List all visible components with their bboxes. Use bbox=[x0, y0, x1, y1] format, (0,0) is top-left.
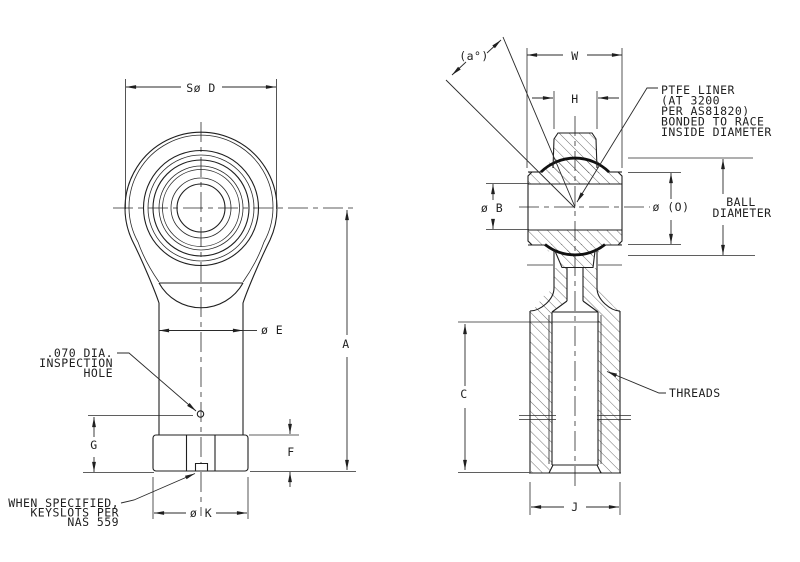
e-label: ø E bbox=[261, 323, 283, 337]
dim-shank-diameter-e: ø E bbox=[159, 323, 283, 337]
dim-spherical-diameter: Sø D bbox=[125, 79, 277, 209]
g-label: G bbox=[90, 438, 97, 452]
inspection-note-line1: .070 DIA. bbox=[47, 346, 113, 360]
a-label: A bbox=[342, 337, 349, 351]
j-label: J bbox=[571, 500, 578, 514]
section-view: (a°) W H ø B bbox=[445, 36, 772, 515]
note-inspection-hole: .070 DIA. INSPECTION HOLE bbox=[39, 346, 197, 412]
dim-race-od-o: ø (O) bbox=[628, 172, 690, 245]
dim-head-width-w: W bbox=[526, 48, 623, 168]
ptfe-note-line5: INSIDE DIAMETER bbox=[661, 125, 772, 139]
k-label: ø K bbox=[190, 506, 212, 520]
dim-length-a: A bbox=[250, 210, 356, 472]
keyslot-notch bbox=[194, 462, 209, 471]
dim-ball-diameter: BALL DIAMETER bbox=[628, 157, 771, 256]
inspection-note-line2: INSPECTION bbox=[39, 356, 113, 370]
dim-thread-depth-c: C bbox=[458, 321, 600, 473]
front-hex-section bbox=[152, 434, 249, 472]
ball-section bbox=[540, 132, 610, 269]
dim-bore-b: ø B bbox=[481, 183, 529, 230]
ptfe-note-line1: PTFE LINER bbox=[661, 83, 735, 97]
note-keyslot: WHEN SPECIFIED, KEYSLOTS PER NAS 559 bbox=[8, 473, 196, 529]
ball-dia-label-line2: DIAMETER bbox=[712, 206, 771, 220]
section-centerlines bbox=[519, 116, 650, 490]
keyslot-note-line2: KEYSLOTS PER bbox=[30, 506, 119, 520]
dim-f: F bbox=[249, 419, 299, 487]
f-label: F bbox=[287, 445, 294, 459]
ptfe-liner-top-arc bbox=[540, 156, 610, 174]
ptfe-note-line2: (AT 3200 bbox=[661, 94, 720, 108]
keyslot-note-line3: NAS 559 bbox=[67, 515, 119, 529]
dim-ball-width-h: H bbox=[532, 91, 619, 129]
note-threads: THREADS bbox=[606, 371, 721, 400]
dim-g: G bbox=[83, 415, 193, 473]
ball-dia-label-line1: BALL bbox=[726, 195, 756, 209]
shank-section bbox=[519, 250, 631, 474]
ptfe-liner-bottom-arc bbox=[544, 243, 606, 257]
thread-runout-marks bbox=[519, 415, 631, 420]
dim-shank-j: J bbox=[529, 482, 621, 515]
ptfe-note-line4: BONDED TO RACE bbox=[661, 115, 764, 129]
dim-hex-flats-k: ø K bbox=[152, 477, 249, 520]
race-section bbox=[527, 171, 623, 246]
keyslot-note-line1: WHEN SPECIFIED, bbox=[8, 496, 119, 510]
h-label: H bbox=[571, 92, 578, 106]
inspection-hole bbox=[196, 410, 205, 418]
threads-label: THREADS bbox=[669, 386, 721, 400]
front-view: Sø D ø E A G F bbox=[8, 79, 356, 529]
w-label: W bbox=[571, 49, 578, 63]
front-bearing-circles bbox=[142, 149, 260, 267]
front-head-outline bbox=[124, 131, 278, 435]
c-label: C bbox=[460, 387, 467, 401]
dim-misalignment-angle: (a°) bbox=[445, 36, 576, 209]
o-label: ø (O) bbox=[653, 200, 690, 214]
sod-label: Sø D bbox=[186, 81, 216, 95]
section-hatching bbox=[528, 133, 622, 473]
inspection-note-line3: HOLE bbox=[83, 366, 113, 380]
ptfe-note-line3: PER AS81820) bbox=[661, 104, 750, 118]
angle-label: (a°) bbox=[459, 49, 489, 63]
b-label: ø B bbox=[481, 201, 503, 215]
note-ptfe-liner: PTFE LINER (AT 3200 PER AS81820) BONDED … bbox=[576, 83, 772, 203]
